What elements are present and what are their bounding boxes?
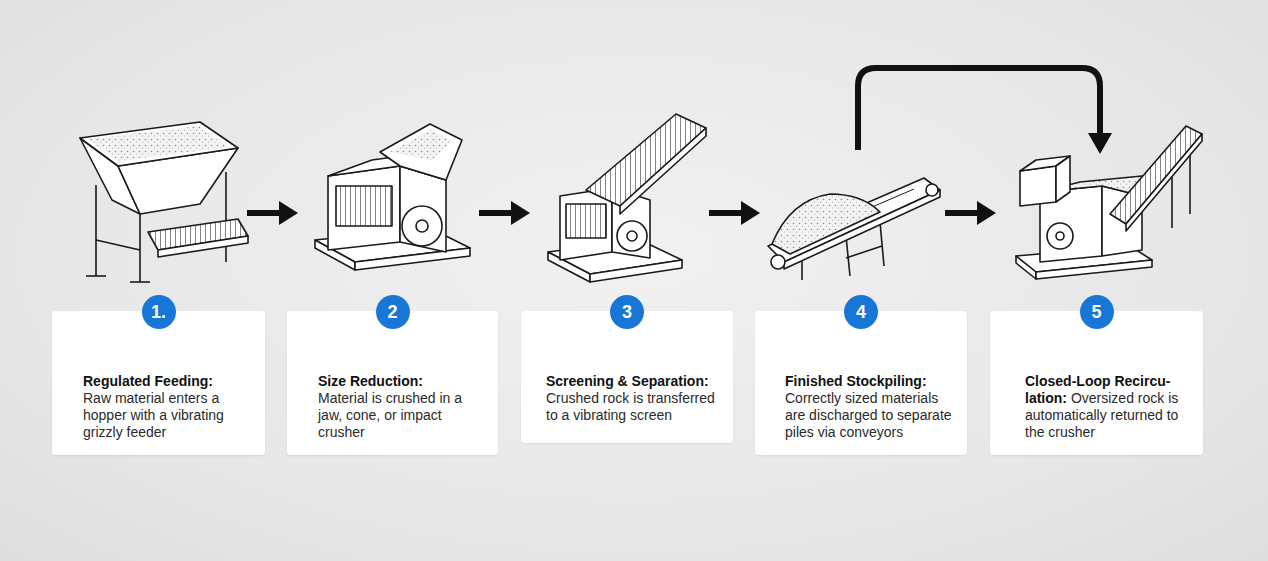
step-text: Closed-Loop Recircu-lation:Oversized roc… (1025, 373, 1193, 441)
hopper-feeder-part (130, 281, 150, 283)
jaw-crusher-part (380, 124, 462, 180)
recirculation-crusher-part (1016, 256, 1036, 279)
step-text: Screening & Separation:Crushed rock is t… (546, 373, 723, 424)
callout-number: 5 (1091, 302, 1101, 323)
flow-arrow-part (279, 201, 298, 225)
flow-arrow-part (945, 210, 979, 216)
stockpile-conveyor-part (772, 194, 880, 254)
callout-number: 3 (622, 302, 632, 323)
jaw-crusher-part (355, 248, 470, 270)
vibrating-screen-part (586, 114, 706, 206)
recirculation-crusher-part (1126, 134, 1202, 231)
callout-number: 4 (856, 302, 866, 323)
flow-arrow-part (709, 210, 743, 216)
vibrating-screen-part (590, 260, 682, 282)
stockpile-conveyor-part (771, 255, 785, 269)
jaw-crusher-part (416, 220, 428, 232)
recirculation-crusher-part (1056, 156, 1070, 202)
vibrating-screen-part (627, 231, 637, 241)
recirculation-crusher-part (1020, 166, 1056, 206)
step-number-circle: 5 (1080, 295, 1114, 329)
step-number-circle: 2 (376, 295, 410, 329)
step-number-circle: 3 (610, 295, 644, 329)
recirculation-crusher-part (1056, 232, 1064, 240)
step-heading: Screening & Separation: (546, 373, 723, 390)
hopper-feeder-part (96, 240, 140, 250)
jaw-crusher-part (390, 130, 452, 160)
step-description: Correctly sized materials are discharged… (785, 390, 957, 441)
recirculation-crusher-part (1036, 260, 1152, 279)
flow-arrow-part (977, 201, 996, 225)
vibrating-screen-part (566, 204, 606, 238)
stockpile-conveyor (768, 178, 940, 280)
step-text: Size Reduction:Material is crushed in a … (318, 373, 488, 441)
step-description: Material is crushed in a jaw, cone, or i… (318, 390, 488, 441)
recirculation-arrow-part (1088, 133, 1112, 154)
recirculation-crusher-part (1110, 126, 1202, 224)
step-number-circle: 4 (844, 295, 878, 329)
step-text: Finished Stockpiling:Correctly sized mat… (785, 373, 957, 441)
step-description: Crushed rock is transferred to a vibrati… (546, 390, 723, 424)
vibrating-screen-part (617, 221, 647, 251)
hopper-feeder-part (88, 126, 228, 161)
jaw-crusher-part (328, 166, 400, 250)
stockpile-conveyor-part (846, 236, 850, 276)
hopper-feeder-part (95, 185, 97, 276)
jaw-crusher (315, 124, 470, 270)
hopper-feeder-part (158, 236, 248, 257)
step-card: Closed-Loop Recircu-lation:Oversized roc… (990, 311, 1203, 455)
hopper-feeder-part (139, 212, 141, 282)
stockpile-conveyor-part (926, 184, 938, 196)
hopper-feeder-part (225, 172, 227, 262)
recirculation-crusher (1016, 126, 1202, 279)
recirculation-crusher-part (1047, 223, 1073, 249)
stockpile-conveyor-part (880, 222, 884, 266)
step-text: Regulated Feeding:Raw material enters a … (83, 373, 255, 441)
vibrating-screen (548, 114, 706, 282)
step-card: Screening & Separation:Crushed rock is t… (521, 311, 733, 443)
step-number-circle: 1. (142, 295, 176, 329)
step-heading: Finished Stockpiling: (785, 373, 957, 390)
step-description: Raw material enters a hopper with a vibr… (83, 390, 255, 441)
flow-arrow-part (511, 201, 530, 225)
callout-number: 1. (151, 302, 166, 323)
flow-arrow-part (741, 201, 760, 225)
step-card: Size Reduction:Material is crushed in a … (287, 311, 498, 455)
step-card: Regulated Feeding:Raw material enters a … (52, 311, 265, 455)
step-heading: Regulated Feeding: (83, 373, 255, 390)
flow-arrow-part (247, 210, 281, 216)
hopper-feeder (80, 122, 248, 282)
jaw-crusher-part (402, 206, 442, 246)
hopper-feeder-part (80, 122, 238, 166)
step-heading: Size Reduction: (318, 373, 488, 390)
step-card: Finished Stockpiling:Correctly sized mat… (755, 311, 967, 455)
vibrating-screen-part (620, 128, 706, 214)
stockpile-conveyor-part (846, 246, 882, 258)
stockpile-conveyor-part (768, 178, 940, 262)
flow-arrow (247, 201, 996, 225)
hopper-feeder-part (86, 275, 106, 277)
recirculation-arrow-part (858, 68, 1100, 150)
jaw-crusher-part (400, 166, 446, 252)
flow-arrow-part (479, 210, 513, 216)
callout-number: 2 (387, 302, 397, 323)
recirculation-arrow (858, 68, 1112, 154)
jaw-crusher-part (336, 186, 392, 226)
